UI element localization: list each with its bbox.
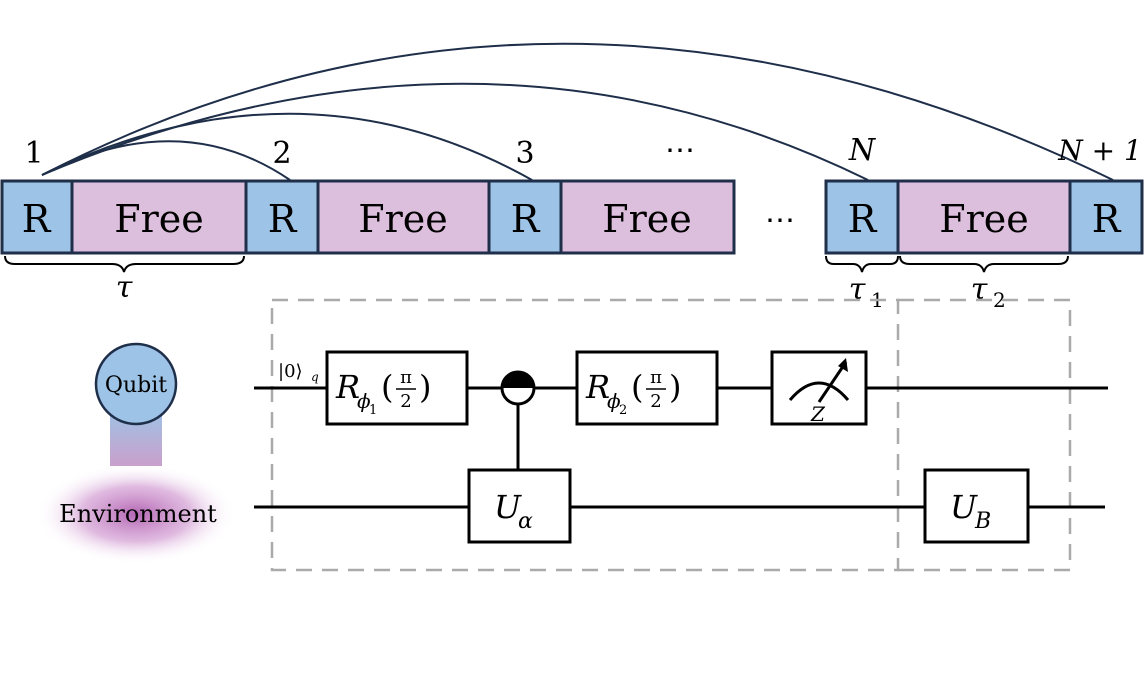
gate-u-b: U B — [923, 468, 1030, 544]
r-block-3-label: R — [511, 197, 541, 241]
brace-tau2 — [899, 255, 1069, 273]
gate-r-phi2-name: R — [585, 368, 610, 406]
r-block-2 — [244, 179, 320, 255]
dashed-boxes — [270, 298, 1072, 572]
gate-r-phi2-subsub: 2 — [619, 403, 627, 418]
gate-u-alpha: U α — [467, 468, 572, 544]
brace-tau-label: τ — [116, 270, 133, 305]
top-ellipsis: ⋯ — [665, 133, 695, 168]
timeline-labels: R Free R Free R Free R Free R — [22, 197, 1122, 241]
svg-text:): ) — [669, 368, 681, 406]
index-label-2: 2 — [272, 136, 291, 171]
dashed-box-free — [898, 298, 1072, 572]
environment-glow — [36, 464, 236, 564]
gate-r-phi2-den: 2 — [650, 391, 661, 412]
arc-to-N — [41, 82, 869, 181]
mid-ellipsis: ⋯ — [765, 203, 795, 238]
arc-to-3 — [41, 112, 533, 181]
svg-text:(: ( — [381, 368, 393, 406]
measurement-z: Z — [770, 350, 868, 426]
qubit-circle — [94, 342, 178, 426]
qubit-label: Qubit — [105, 373, 167, 398]
r-block-N-plus-1 — [1068, 179, 1144, 255]
svg-text:(: ( — [631, 368, 643, 406]
gate-r-phi2-sub: ϕ — [607, 389, 621, 413]
input-state-sub: q — [311, 370, 319, 384]
arc-to-N-plus-1 — [41, 42, 1114, 181]
brace-labels: τ τ 1 τ 2 — [116, 270, 1006, 312]
gate-r-phi2-num: π — [650, 367, 662, 388]
brace-tau2-sub: 2 — [993, 288, 1006, 312]
r-block-N — [824, 179, 900, 255]
r-block-N-plus-1-label: R — [1092, 197, 1122, 241]
gate-r-phi1-subsub: 1 — [369, 403, 377, 418]
free-block-N-label: Free — [939, 197, 1029, 241]
meter-arc-icon — [788, 381, 850, 401]
gate-r-phi1: R ϕ 1 ( π 2 ) — [325, 350, 469, 426]
system-illustration: Qubit Environment — [36, 342, 236, 564]
svg-text:): ) — [419, 368, 431, 406]
brace-tau — [4, 255, 245, 273]
meter-needle-icon — [817, 361, 848, 403]
r-block-N-label: R — [848, 197, 878, 241]
brace-tau1 — [825, 255, 899, 273]
input-state: |0⟩ q — [278, 361, 319, 384]
r-block-1-label: R — [22, 197, 52, 241]
input-state-ket: |0⟩ — [278, 361, 303, 382]
gate-r-phi1-name: R — [335, 368, 360, 406]
free-block-2 — [316, 179, 491, 255]
gate-u-alpha-name: U — [494, 488, 522, 526]
free-block-3 — [559, 179, 736, 255]
free-block-2-label: Free — [358, 197, 448, 241]
timeline — [0, 179, 1144, 255]
gate-r-phi1-sub: ϕ — [357, 389, 371, 413]
control-node — [500, 370, 536, 406]
gate-u-alpha-sub: α — [518, 509, 533, 534]
brace-tau2-label: τ — [971, 272, 988, 307]
gate-r-phi2: R ϕ 2 ( π 2 ) — [575, 350, 719, 426]
gate-u-b-name: U — [950, 488, 978, 526]
braces — [4, 255, 1069, 273]
environment-label: Environment — [59, 500, 217, 528]
measure-basis-label: Z — [810, 402, 826, 426]
dashed-box-interaction — [270, 298, 900, 572]
index-label-N-plus-1: N + 1 — [1057, 134, 1142, 167]
brace-tau1-label: τ — [849, 272, 866, 307]
interaction-arcs — [41, 42, 1114, 181]
index-labels: 1 2 3 N N + 1 ⋯ — [24, 133, 1141, 171]
free-block-1-label: Free — [114, 197, 204, 241]
gate-r-phi1-den: 2 — [400, 391, 411, 412]
free-block-3-label: Free — [602, 197, 692, 241]
index-label-N: N — [848, 133, 877, 168]
gate-r-phi1-num: π — [400, 367, 412, 388]
index-label-1: 1 — [24, 136, 43, 171]
gate-u-b-sub: B — [974, 509, 991, 534]
index-label-3: 3 — [515, 136, 534, 171]
r-block-2-label: R — [268, 197, 298, 241]
free-block-N — [896, 179, 1072, 255]
